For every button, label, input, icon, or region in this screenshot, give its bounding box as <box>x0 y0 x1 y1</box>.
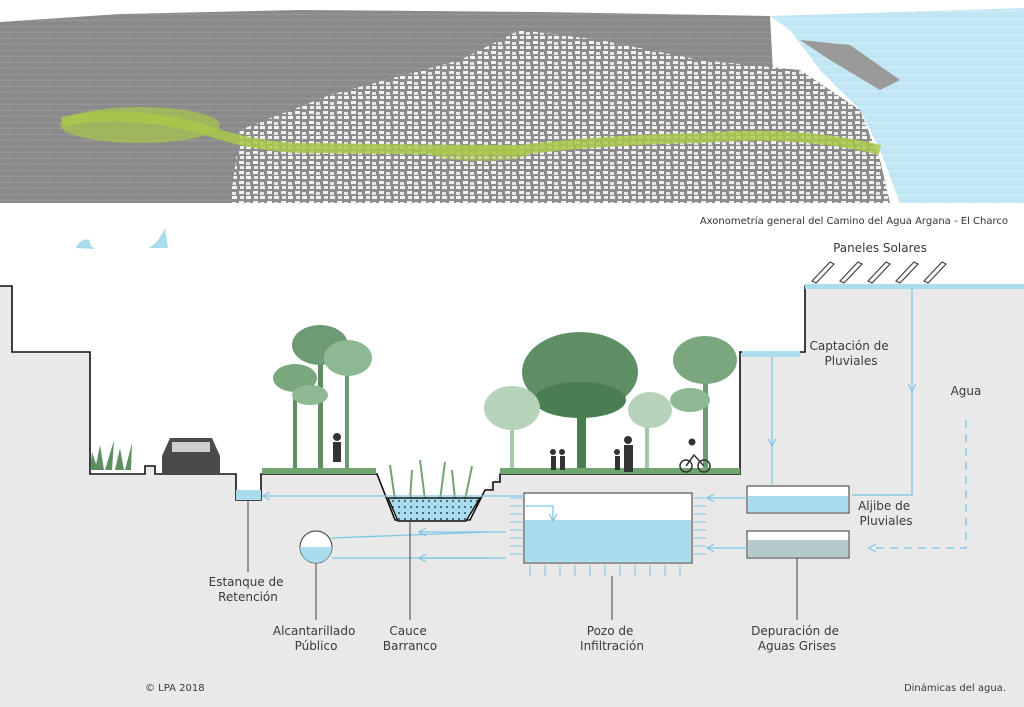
aerial-axonometric-map <box>0 8 1024 203</box>
sewer-pipe-icon <box>299 530 333 564</box>
label-infiltration-well: Pozo de Infiltración <box>580 624 644 653</box>
terrace-water-strip <box>742 351 800 357</box>
leader-lines <box>247 500 798 620</box>
label-ravine: Cauce Barranco <box>383 624 437 653</box>
fragment-shape <box>148 228 168 248</box>
ravine-basin <box>386 497 482 522</box>
car-icon <box>162 438 220 474</box>
label-sewer: Alcantarillado Público <box>273 624 359 653</box>
label-water: Agua <box>951 384 982 398</box>
label-solar-panels: Paneles Solares <box>833 241 927 255</box>
label-rain-capture: Captación de Pluviales <box>810 339 893 368</box>
infiltration-well <box>510 492 706 576</box>
tree-icons <box>90 325 740 501</box>
water-flow-arrows <box>264 289 967 558</box>
map-caption: Axonometría general del Camino del Agua … <box>699 216 1008 227</box>
water-dynamics-section: Paneles Solares <box>0 228 1024 707</box>
label-cistern: Aljibe de Pluviales <box>858 499 914 528</box>
copyright: © LPA 2018 <box>145 683 205 694</box>
people-icons <box>333 433 711 473</box>
fragment-shape <box>76 239 95 249</box>
section-subtitle: Dinámicas del agua. <box>904 682 1006 694</box>
greywater-tank <box>746 530 850 559</box>
label-greywater: Depuración de Aguas Grises <box>751 624 843 653</box>
rainwater-cistern <box>746 485 850 514</box>
solar-panels-icon <box>811 261 947 284</box>
roof-water-strip <box>805 284 1024 289</box>
retention-pond <box>236 490 261 500</box>
label-retention-pond: Estanque de Retención <box>209 575 288 604</box>
